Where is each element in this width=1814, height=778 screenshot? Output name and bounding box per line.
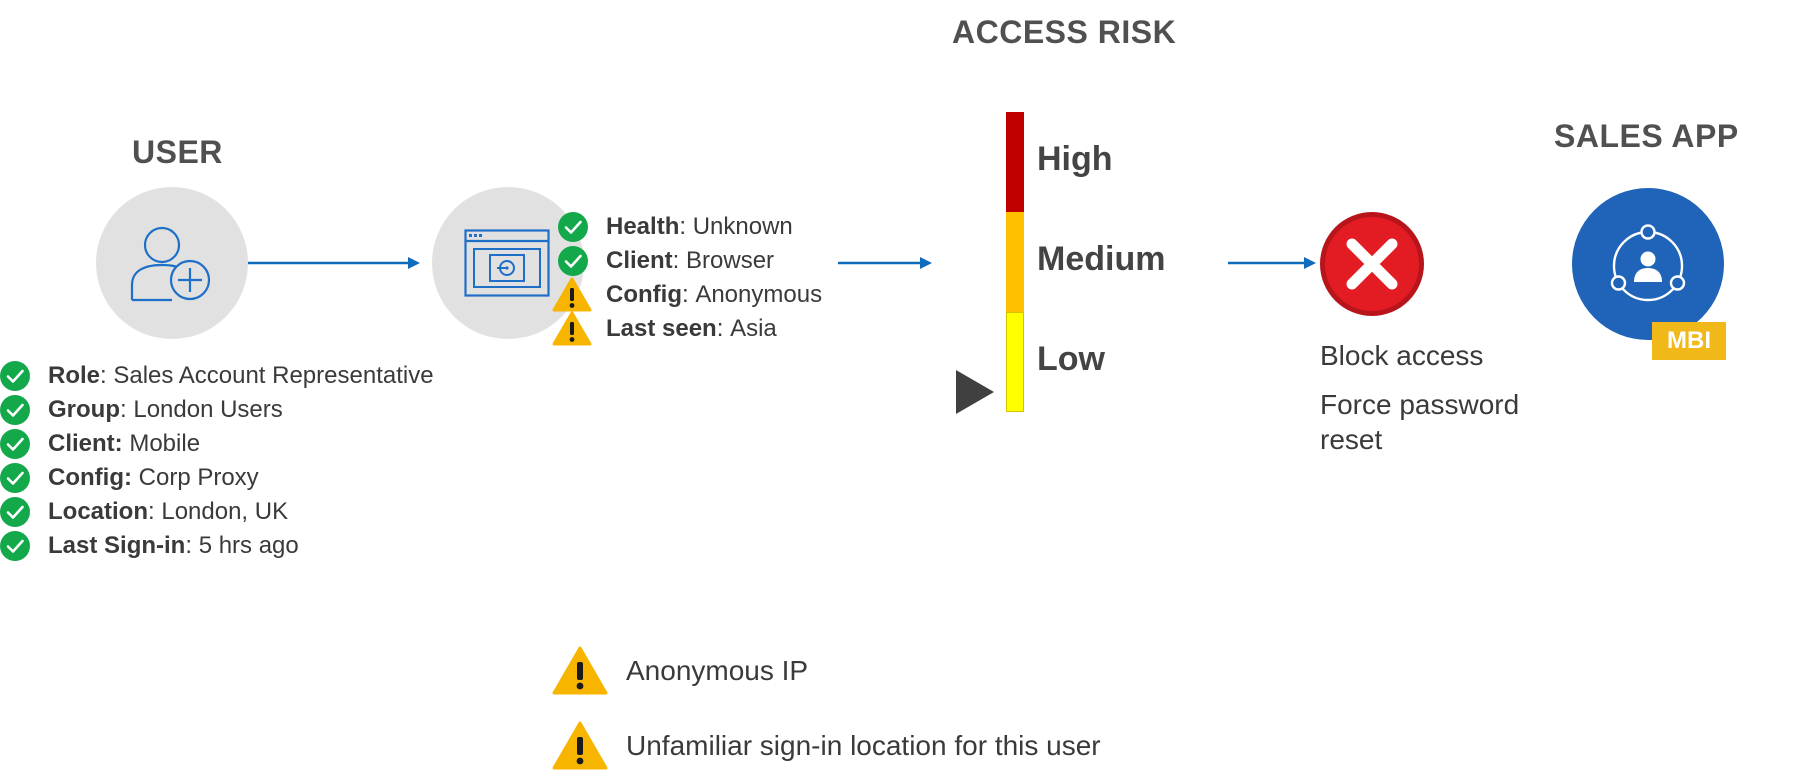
attribute-key: Last Sign-in bbox=[48, 532, 186, 559]
warning-icon bbox=[552, 721, 608, 771]
attribute-key: Config: bbox=[48, 464, 132, 491]
check-icon bbox=[558, 212, 588, 242]
attribute-key: Health bbox=[606, 213, 680, 240]
arrow-risk-to-action bbox=[1228, 257, 1316, 269]
arrow-user-to-device bbox=[248, 257, 420, 269]
attribute-row: Health: Unknown bbox=[558, 210, 822, 244]
mbi-badge: MBI bbox=[1652, 322, 1726, 360]
attribute-separator: : bbox=[672, 247, 687, 274]
warning-icon bbox=[552, 646, 608, 696]
attribute-row: Client: Browser bbox=[558, 244, 822, 278]
risk-label-low: Low bbox=[1037, 340, 1105, 378]
block-icon bbox=[1318, 210, 1426, 318]
attribute-separator: : bbox=[679, 213, 693, 240]
check-icon bbox=[0, 395, 30, 425]
attribute-value: Anonymous bbox=[695, 281, 823, 308]
legend-item-unfamiliar-location: Unfamiliar sign-in location for this use… bbox=[552, 721, 1101, 771]
sales-app-heading: SALES APP bbox=[1554, 118, 1739, 154]
user-heading: USER bbox=[132, 134, 223, 170]
legend-text: Unfamiliar sign-in location for this use… bbox=[626, 730, 1101, 761]
risk-label-medium: Medium bbox=[1037, 240, 1166, 278]
risk-label-high: High bbox=[1037, 140, 1113, 178]
risk-meter bbox=[1006, 112, 1024, 414]
attribute-separator: : bbox=[716, 315, 731, 342]
attribute-separator bbox=[132, 464, 139, 492]
add-user-icon bbox=[130, 223, 214, 303]
attribute-row: Config: Corp Proxy bbox=[0, 461, 434, 495]
attribute-row: Config: Anonymous bbox=[552, 277, 823, 312]
attribute-value: Sales Account Representative bbox=[113, 362, 434, 389]
check-icon bbox=[558, 246, 588, 276]
attribute-separator bbox=[123, 430, 130, 458]
arrow-device-to-risk bbox=[838, 257, 932, 269]
attribute-key: Client bbox=[606, 247, 673, 274]
attribute-row: Last seen: Asia bbox=[552, 311, 822, 346]
attribute-key: Last seen bbox=[606, 315, 717, 342]
warning-icon bbox=[552, 277, 592, 312]
risk-segment-high bbox=[1006, 112, 1024, 212]
attribute-row: Client: Mobile bbox=[0, 427, 434, 461]
sales-app-circle[interactable] bbox=[1572, 188, 1724, 340]
attribute-value: Unknown bbox=[692, 213, 793, 240]
attribute-key: Location bbox=[48, 498, 148, 525]
check-icon bbox=[0, 531, 30, 561]
check-icon bbox=[0, 361, 30, 391]
check-icon bbox=[0, 463, 30, 493]
attribute-value: Mobile bbox=[129, 430, 201, 457]
risk-level-pointer bbox=[956, 370, 994, 414]
attribute-value: Asia bbox=[730, 315, 777, 342]
attribute-key: Group bbox=[48, 396, 120, 423]
attribute-separator: : bbox=[120, 396, 134, 423]
attribute-row: Last Sign-in: 5 hrs ago bbox=[0, 529, 434, 563]
legend-text: Anonymous IP bbox=[626, 655, 809, 686]
attribute-row: Group: London Users bbox=[0, 393, 434, 427]
attribute-key: Config bbox=[606, 281, 682, 308]
attribute-separator: : bbox=[100, 362, 114, 389]
legend-item-anonymous-ip: Anonymous IP bbox=[552, 646, 808, 696]
attribute-value: London, UK bbox=[161, 498, 289, 525]
risk-segment-low bbox=[1006, 312, 1024, 412]
attribute-value: London Users bbox=[133, 396, 283, 423]
attribute-value: Browser bbox=[686, 247, 775, 274]
check-icon bbox=[0, 497, 30, 527]
attribute-row: Role: Sales Account Representative bbox=[0, 359, 434, 393]
check-icon bbox=[0, 429, 30, 459]
user-circle[interactable] bbox=[96, 187, 248, 339]
access-risk-heading: ACCESS RISK bbox=[952, 14, 1177, 50]
attribute-separator: : bbox=[185, 532, 199, 559]
warning-icon bbox=[552, 311, 592, 346]
attribute-separator: : bbox=[681, 281, 696, 308]
attribute-key: Role bbox=[48, 362, 101, 389]
browser-window-icon bbox=[464, 229, 550, 297]
connected-user-icon bbox=[1602, 216, 1694, 310]
action-block-access: Block access bbox=[1320, 340, 1484, 371]
attribute-row: Location: London, UK bbox=[0, 495, 434, 529]
attribute-separator: : bbox=[148, 498, 162, 525]
attribute-key: Client: bbox=[48, 430, 123, 457]
attribute-value: Corp Proxy bbox=[138, 464, 259, 491]
risk-segment-medium bbox=[1006, 212, 1024, 312]
attribute-value: 5 hrs ago bbox=[198, 532, 299, 559]
action-force-password-reset: Force password reset bbox=[1320, 389, 1520, 455]
